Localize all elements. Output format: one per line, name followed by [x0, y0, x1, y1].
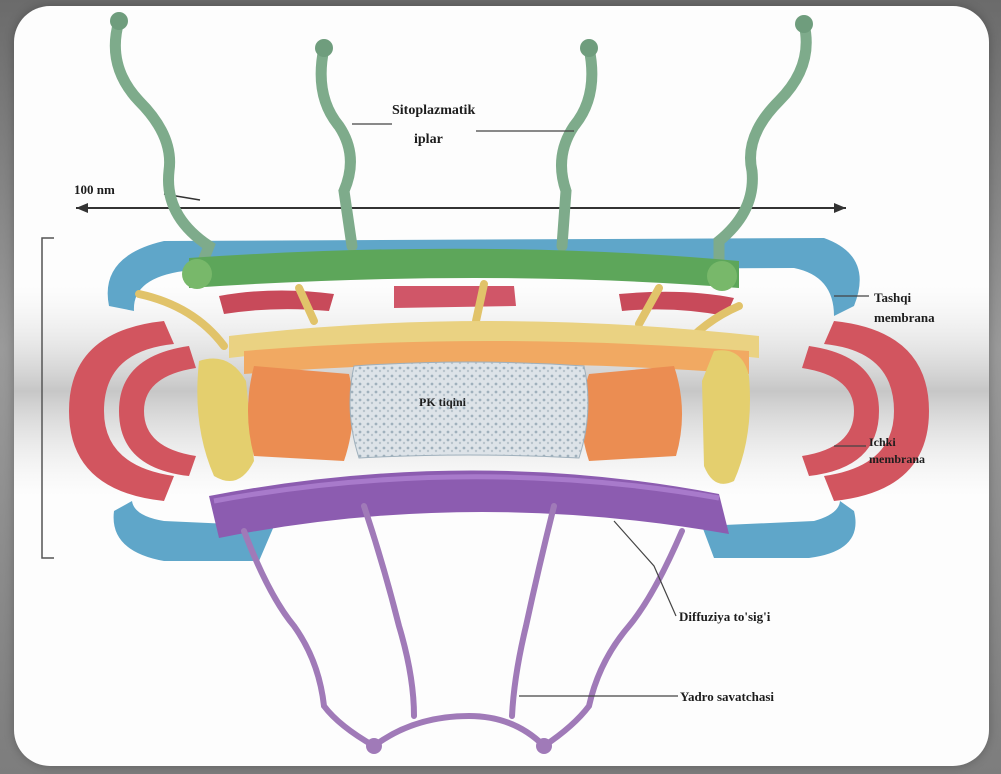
basket-ring-knobs: [366, 738, 552, 754]
transporter-left: [248, 366, 353, 461]
central-plug: [350, 362, 588, 458]
cytoplasmic-filaments: [115, 21, 806, 271]
nuclear-basket: [244, 506, 682, 746]
label-outer-membrane-2: membrana: [874, 310, 935, 325]
scale-label: 100 nm: [74, 182, 115, 197]
ring-knob-right: [707, 261, 737, 291]
scale-bar: [76, 194, 846, 213]
label-diffusion: Diffuziya to'sig'i: [679, 609, 771, 624]
label-inner-membrane-2: membrana: [869, 452, 925, 466]
label-filaments-1: Sitoplazmatik: [392, 103, 475, 118]
nuclear-pore-diagram: 100 nm: [14, 6, 989, 766]
figure-frame: 100 nm: [14, 6, 989, 766]
label-outer-membrane-1: Tashqi: [874, 290, 911, 305]
label-filaments-2: iplar: [414, 132, 443, 147]
transporter-right: [582, 366, 683, 461]
label-inner-membrane-1: Ichki: [869, 435, 896, 449]
label-basket: Yadro savatchasi: [680, 689, 774, 704]
ring-knob-left: [182, 259, 212, 289]
lumenal-block-center: [394, 286, 516, 308]
filament-tips: [110, 12, 813, 57]
center-label: PK tiqini: [419, 395, 467, 409]
